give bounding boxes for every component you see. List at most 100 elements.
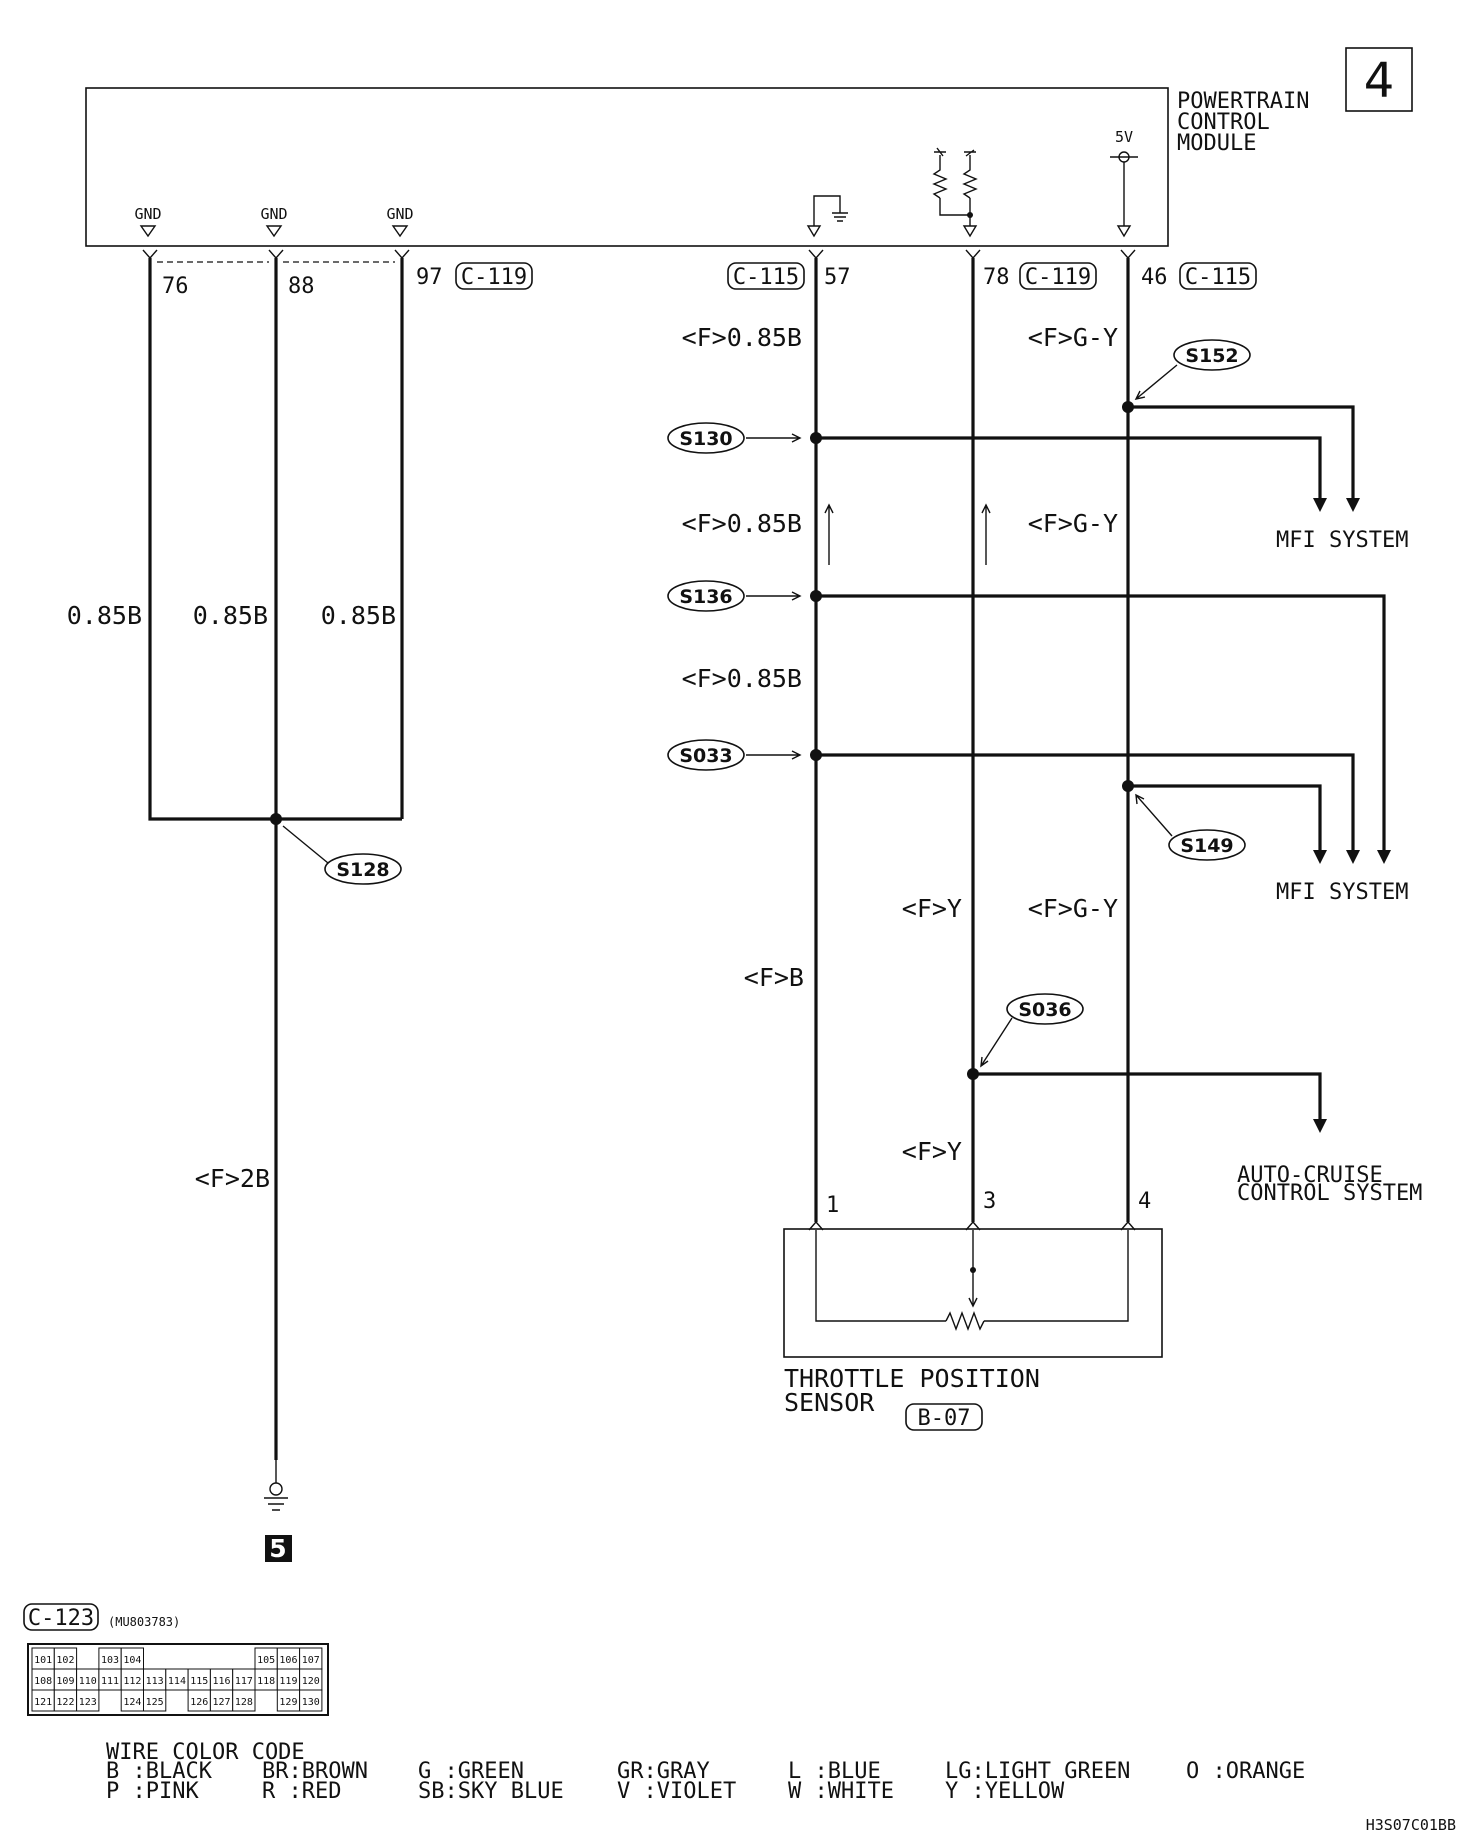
color-code-y: Y :YELLOW [945, 1779, 1065, 1804]
c123-pin-cell [232, 1689, 256, 1712]
wire-label-46b: <F>G-Y [1028, 509, 1118, 538]
c123-pin-cell [143, 1689, 167, 1712]
connector-label-c119-b: C-119 [1019, 262, 1097, 290]
c123-pin-number: 122 [56, 1697, 74, 1708]
splice-s036: S036 [1006, 993, 1084, 1025]
c123-pin-number: 124 [123, 1697, 141, 1708]
arrow-mfi-2a [1313, 850, 1327, 864]
wire-label-57d: <F>B [744, 963, 804, 992]
splice-s136: S136 [667, 580, 745, 612]
pin-78: 78 [983, 265, 1010, 290]
svg-text:C-123: C-123 [28, 1606, 94, 1631]
wire-gnd-76 [148, 258, 402, 821]
splice-dot-s036 [967, 1068, 979, 1080]
connector-label-c115-b: C-115 [1179, 262, 1257, 290]
branch-s033 [816, 753, 1355, 852]
wire-label-57b: <F>0.85B [682, 509, 802, 538]
color-code-p: P :PINK [106, 1779, 199, 1804]
svg-text:GND: GND [386, 205, 413, 223]
c123-pin-number: 121 [34, 1697, 52, 1708]
color-code-r: R :RED [262, 1779, 341, 1804]
sensor-pin-1: 1 [826, 1193, 839, 1218]
wire-label-46a: <F>G-Y [1028, 323, 1118, 352]
splice-s130: S130 [667, 422, 745, 454]
arrow-mfi-1b [1346, 498, 1360, 512]
c123-pin-number: 111 [101, 1676, 119, 1687]
sensor-connector-3 [965, 1220, 981, 1231]
wire-label-gnd2: 0.85B [193, 601, 268, 630]
sensor-box [783, 1228, 1163, 1358]
c123-pin-number: 123 [79, 1697, 97, 1708]
s130-leader [746, 433, 802, 443]
c123-pin-number: 130 [302, 1697, 320, 1708]
c123-pin-number: 113 [146, 1676, 164, 1687]
svg-text:C-115: C-115 [1185, 265, 1251, 290]
c123-pin-number: 114 [168, 1676, 186, 1687]
pin-connector-78 [965, 249, 981, 260]
pin-88: 88 [288, 274, 315, 299]
s036-leader [980, 1017, 1013, 1068]
pcm-title-line1: POWERTRAIN [1177, 89, 1309, 114]
splice-dot-s152 [1122, 401, 1134, 413]
splice-s152: S152 [1173, 339, 1251, 371]
connector-label-c119-a: C-119 [455, 262, 533, 290]
color-code-w: W :WHITE [788, 1779, 894, 1804]
arrow-mfi-2b [1346, 850, 1360, 864]
pin-connector-88 [268, 249, 284, 260]
pin-57: 57 [824, 265, 851, 290]
connector-label-c115-a: C-115 [727, 262, 805, 290]
color-code-g: G :GREEN [418, 1759, 524, 1784]
branch-s136 [816, 594, 1386, 852]
splice-dot-s128 [270, 813, 282, 825]
color-code-l: L :BLUE [788, 1759, 881, 1784]
sensor-name-line1: THROTTLE POSITION [784, 1364, 1040, 1393]
color-code-br: BR:BROWN [262, 1759, 368, 1784]
c123-pin-number: 105 [257, 1655, 275, 1666]
pcm-internal-ground-57 [806, 195, 848, 238]
arrow-cruise [1313, 1119, 1327, 1133]
system-label-cruise-1: AUTO-CRUISE [1237, 1163, 1383, 1188]
sensor-connector-4 [1120, 1220, 1136, 1231]
pcm-title-line3: MODULE [1177, 131, 1256, 156]
wire-label-57c: <F>0.85B [682, 664, 802, 693]
pin-connector-57 [808, 249, 824, 260]
s128-leader [282, 825, 329, 864]
c123-pin-number: 117 [235, 1676, 253, 1687]
svg-text:S152: S152 [1185, 345, 1238, 367]
c123-grid-frame [27, 1643, 329, 1716]
arrow-mfi-2c [1377, 850, 1391, 864]
sensor-pin-3: 3 [983, 1189, 996, 1214]
pin-97: 97 [416, 265, 443, 290]
svg-text:5V: 5V [1115, 128, 1133, 146]
splice-dot-s130 [810, 432, 822, 444]
svg-text:C-119: C-119 [461, 265, 527, 290]
page-number: 4 [1364, 53, 1395, 109]
svg-text:S130: S130 [679, 428, 732, 450]
c123-pin-cell [299, 1689, 323, 1712]
c123-pin-number: 118 [257, 1676, 275, 1687]
splice-s149: S149 [1168, 829, 1246, 861]
sensor-name-line2: SENSOR [784, 1388, 875, 1417]
connector-label-c123: C-123 [23, 1603, 99, 1631]
c123-pin-number: 112 [123, 1676, 141, 1687]
branch-s149 [1128, 784, 1322, 852]
svg-text:GND: GND [260, 205, 287, 223]
arrow-mfi-1a [1313, 498, 1327, 512]
c123-part-number: (MU803783) [108, 1615, 180, 1629]
svg-text:C-115: C-115 [733, 265, 799, 290]
figure-code: H3S07C01BB [1366, 1816, 1456, 1834]
wire-label-gnd1: 0.85B [67, 601, 142, 630]
gnd-terminal-88: GND [260, 205, 288, 238]
page-number-box [1345, 47, 1413, 112]
splice-s033: S033 [667, 739, 745, 771]
wire-label-78a: <F>Y [902, 894, 962, 923]
wire-label-46c: <F>G-Y [1028, 894, 1118, 923]
splice-s128: S128 [324, 853, 402, 885]
svg-text:B-07: B-07 [918, 1406, 971, 1431]
svg-text:S128: S128 [336, 859, 389, 881]
svg-text:GND: GND [134, 205, 161, 223]
ground-symbol [264, 1460, 288, 1511]
gnd-terminal-76: GND [134, 205, 162, 238]
s149-leader [1135, 793, 1173, 837]
pin-46: 46 [1141, 265, 1168, 290]
